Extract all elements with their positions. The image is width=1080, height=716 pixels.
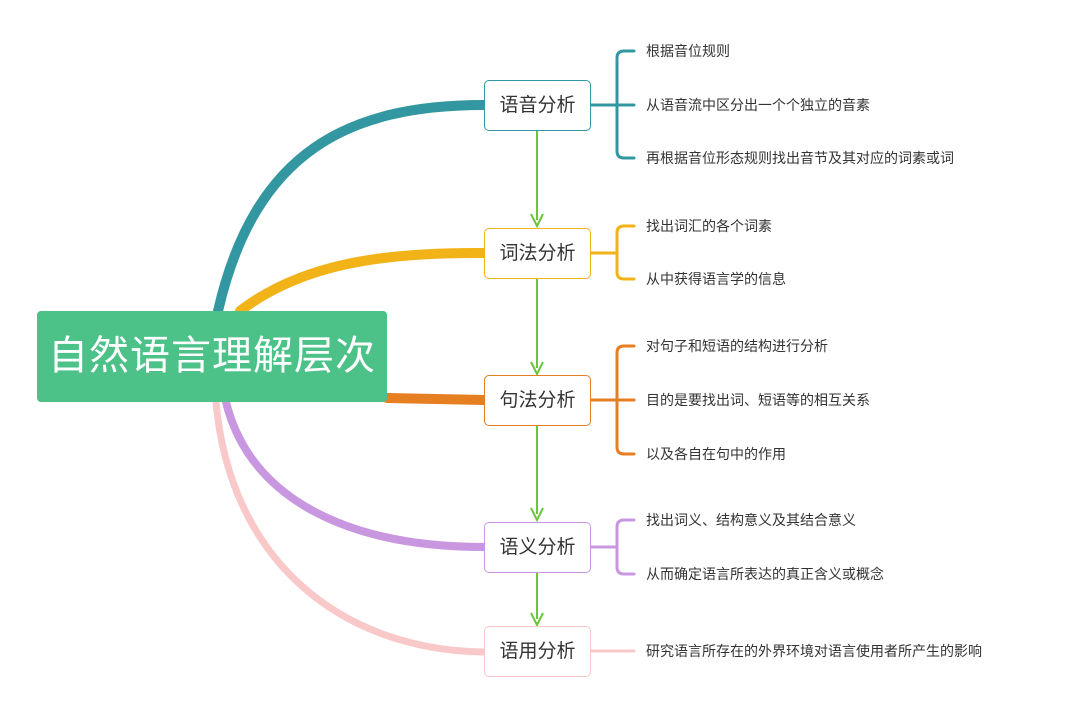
branch-node-lexical-analysis[interactable]: 词法分析	[484, 228, 591, 279]
leaf-item[interactable]: 目的是要找出词、短语等的相互关系	[646, 393, 870, 409]
leaf-item[interactable]: 再根据音位形态规则找出音节及其对应的词素或词	[646, 151, 954, 167]
bracket-branch-1	[589, 49, 636, 160]
branch-node-pragmatic-analysis[interactable]: 语用分析	[484, 626, 591, 677]
connector-branch-1	[213, 100, 489, 316]
branch-node-semantic-analysis[interactable]: 语义分析	[484, 522, 591, 573]
flow-arrow-4	[530, 573, 544, 628]
flow-arrow-3	[530, 426, 544, 523]
root-topic[interactable]: 自然语言理解层次	[37, 311, 387, 402]
connector-branch-2	[235, 247, 489, 316]
branch-node-syntactic-analysis[interactable]: 句法分析	[484, 375, 591, 426]
bracket-branch-3	[589, 344, 636, 456]
branch-node-phonetic-analysis[interactable]: 语音分析	[484, 80, 591, 131]
leaf-item[interactable]: 研究语言所存在的外界环境对语言使用者所产生的影响	[646, 644, 982, 660]
connector-branch-4	[222, 398, 488, 551]
leaf-item[interactable]: 从中获得语言学的信息	[646, 272, 786, 288]
leaf-item[interactable]: 找出词义、结构意义及其结合意义	[646, 513, 856, 529]
leaf-item[interactable]: 找出词汇的各个词素	[646, 219, 772, 235]
flow-arrow-1	[530, 131, 544, 229]
connector-branch-5	[212, 398, 488, 656]
flow-arrow-2	[530, 279, 544, 377]
leaf-item[interactable]: 以及各自在句中的作用	[646, 447, 786, 463]
bracket-branch-2	[589, 224, 636, 281]
bracket-branch-4	[589, 518, 636, 576]
leaf-item[interactable]: 从语音流中区分出一个个独立的音素	[646, 98, 870, 114]
leaf-item[interactable]: 根据音位规则	[646, 44, 730, 60]
leaf-item[interactable]: 对句子和短语的结构进行分析	[646, 339, 828, 355]
connector-branch-3	[382, 393, 489, 405]
leaf-item[interactable]: 从而确定语言所表达的真正含义或概念	[646, 567, 884, 583]
